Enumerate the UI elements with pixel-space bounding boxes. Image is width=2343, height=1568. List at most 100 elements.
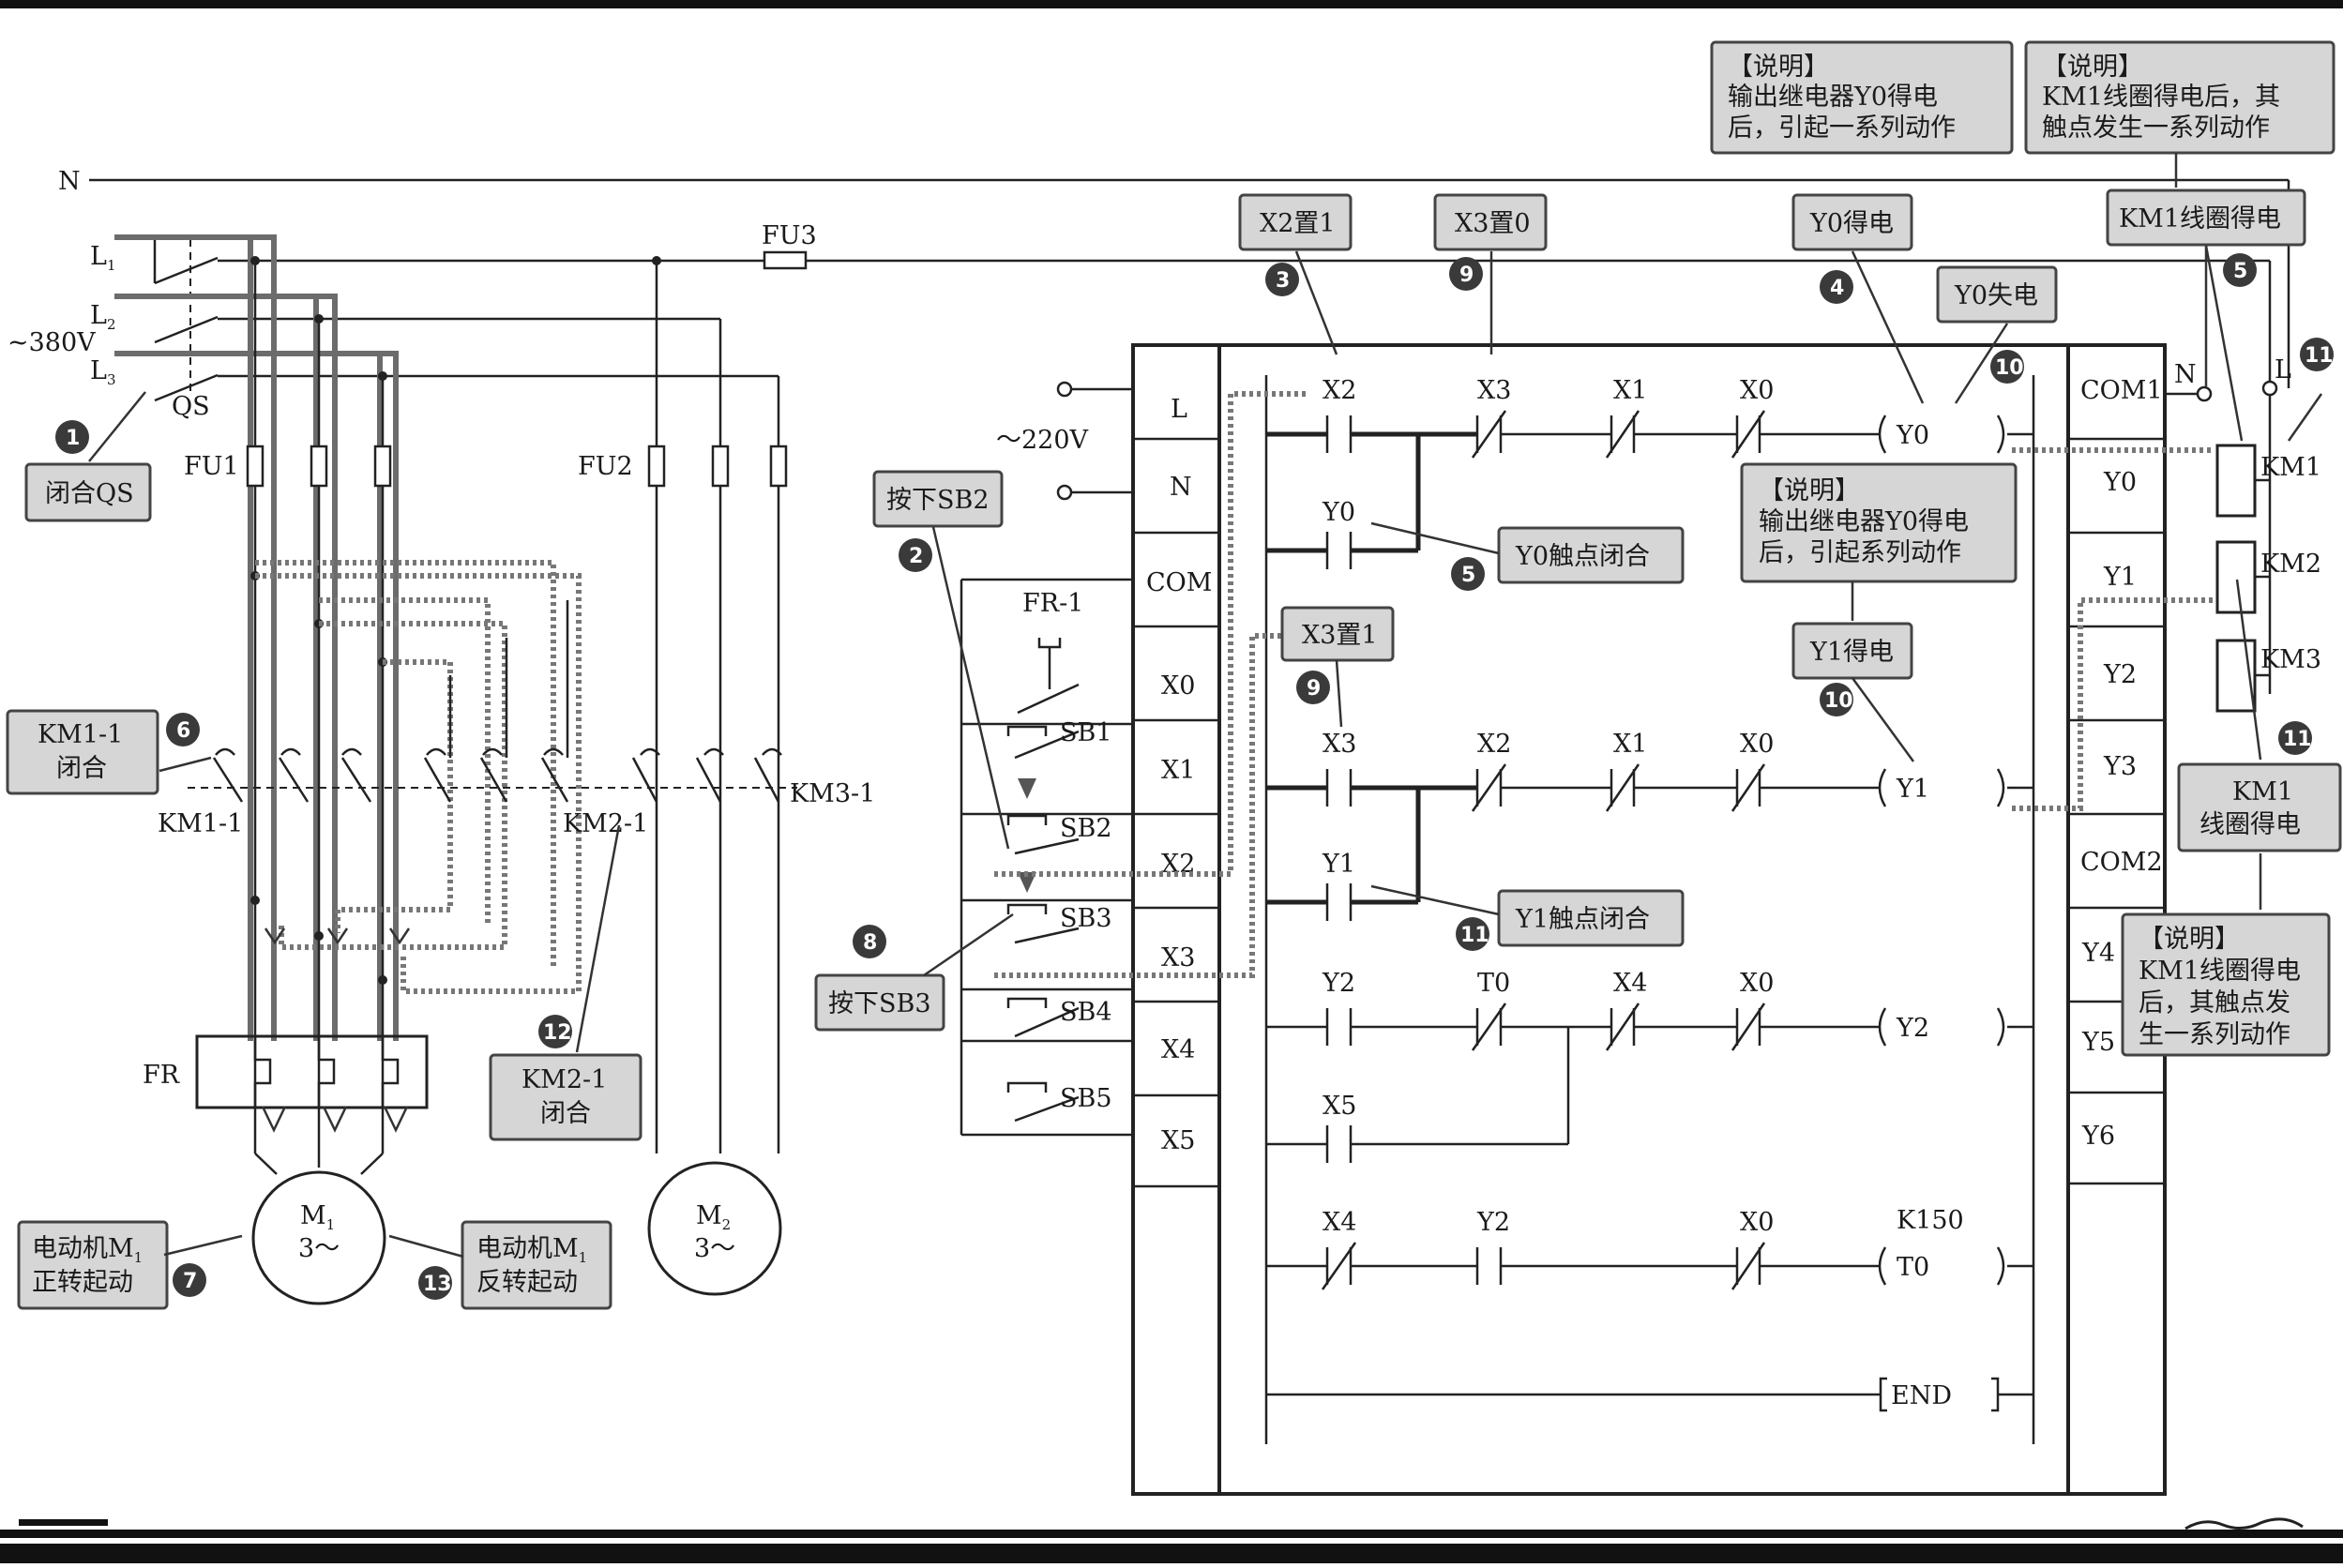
term-y0: Y0 xyxy=(2103,468,2137,497)
svg-text:X3置0: X3置0 xyxy=(1455,209,1531,238)
svg-text:8: 8 xyxy=(863,931,877,955)
motor-m2 xyxy=(647,1161,782,1296)
svg-text:9: 9 xyxy=(1459,264,1474,287)
svg-text:X2: X2 xyxy=(1323,376,1356,405)
sb2-switch: SB2 xyxy=(1006,778,1112,855)
step-5b: 5 xyxy=(2223,253,2257,287)
m1-label: M1 xyxy=(300,1201,335,1233)
step-10a: 10 xyxy=(1990,350,2024,384)
fu3-label: FU3 xyxy=(762,221,817,250)
svg-text:3: 3 xyxy=(1276,269,1290,293)
svg-text:Y1触点闭合: Y1触点闭合 xyxy=(1515,905,1650,934)
svg-text:后，其触点发: 后，其触点发 xyxy=(2139,988,2290,1018)
svg-text:X0: X0 xyxy=(1740,376,1774,405)
step-11a: 11 xyxy=(1456,917,1489,951)
m2-phase: 3～ xyxy=(694,1234,735,1263)
step-9a: 9 xyxy=(1449,257,1483,291)
svg-text:按下SB3: 按下SB3 xyxy=(828,989,931,1018)
svg-text:SB5: SB5 xyxy=(1060,1084,1112,1113)
corner-mark xyxy=(2184,1517,2304,1530)
fr-label: FR xyxy=(143,1061,180,1090)
step-5a: 5 xyxy=(1451,557,1485,591)
annotation-boxes: 闭合QS KM1-1 闭合 KM2-1 闭合 电动机M1 正转起动 电动机M1 … xyxy=(6,40,2342,1310)
note-explain-1: 【说明】 输出继电器Y0得电 后，引起一系列动作 xyxy=(1710,40,2014,155)
svg-text:Y1: Y1 xyxy=(1322,850,1355,879)
svg-text:6: 6 xyxy=(176,719,190,743)
plc-input-section: ～220V FR-1 SB1 SB2 SB3 xyxy=(960,381,1133,1137)
svg-text:Y0失电: Y0失电 xyxy=(1954,281,2038,310)
step-4: 4 xyxy=(1820,270,1853,304)
coil-km1 xyxy=(2215,444,2257,518)
l2-label: L2 xyxy=(90,301,115,333)
signal-paths xyxy=(994,391,2214,978)
svg-text:后，引起系列动作: 后，引起系列动作 xyxy=(1759,538,1961,567)
note-km2-1-close: KM2-1 闭合 xyxy=(489,1053,642,1141)
svg-text:KM1: KM1 xyxy=(2232,777,2293,807)
svg-text:11: 11 xyxy=(2305,344,2334,368)
term-y3: Y3 xyxy=(2103,752,2137,781)
svg-text:SB1: SB1 xyxy=(1060,718,1112,747)
svg-text:N: N xyxy=(2174,360,2197,389)
fu3-fuse xyxy=(763,250,808,270)
term-y6: Y6 xyxy=(2081,1122,2115,1151)
step-9b: 9 xyxy=(1296,671,1330,704)
step-2: 2 xyxy=(899,538,932,572)
svg-text:X4: X4 xyxy=(1613,969,1647,998)
note-close-qs: 闭合QS xyxy=(24,462,152,522)
svg-text:X3: X3 xyxy=(1323,730,1356,759)
svg-text:T0: T0 xyxy=(1477,969,1510,998)
svg-text:后，引起一系列动作: 后，引起一系列动作 xyxy=(1728,113,1956,143)
svg-text:【说明】: 【说明】 xyxy=(1728,53,1829,82)
svg-text:线圈得电: 线圈得电 xyxy=(2199,810,2301,839)
l3-label: L3 xyxy=(90,356,115,388)
svg-text:X4: X4 xyxy=(1323,1208,1356,1237)
svg-text:Y2: Y2 xyxy=(1322,969,1355,998)
term-y4: Y4 xyxy=(2081,939,2115,968)
coil-km2 xyxy=(2215,540,2257,614)
note-m1-reverse: 电动机M1 反转起动 xyxy=(461,1220,612,1310)
bottom-band xyxy=(0,1544,2343,1563)
svg-text:KM1-1: KM1-1 xyxy=(38,720,123,749)
fr-1-label: FR-1 xyxy=(1022,589,1083,618)
svg-text:10: 10 xyxy=(1995,356,2024,380)
km2-1-label: KM2-1 xyxy=(563,809,648,838)
note-press-sb3: 按下SB3 xyxy=(814,973,945,1032)
step-1: 1 xyxy=(55,420,89,454)
m1-phase: 3～ xyxy=(298,1234,340,1263)
output-coils: N L KM1 KM2 KM3 xyxy=(2165,355,2321,713)
fu1-label: FU1 xyxy=(184,452,239,481)
note-m1-forward: 电动机M1 正转起动 xyxy=(17,1220,169,1310)
svg-text:KM1线圈得电: KM1线圈得电 xyxy=(2119,204,2281,234)
svg-text:X1: X1 xyxy=(1613,376,1647,405)
svg-text:1: 1 xyxy=(66,427,80,450)
svg-text:X0: X0 xyxy=(1740,1208,1774,1237)
term-x4: X4 xyxy=(1161,1035,1195,1064)
sb4-switch: SB4 xyxy=(1006,997,1112,1038)
step-6: 6 xyxy=(166,713,200,746)
term-com: COM xyxy=(1146,568,1212,597)
output-terminals: COM1 Y0 Y1 Y2 Y3 COM2 Y4 Y5 Y6 xyxy=(2068,376,2165,1185)
step-3: 3 xyxy=(1265,263,1299,296)
l1-label: L1 xyxy=(90,242,115,274)
svg-text:10: 10 xyxy=(1824,689,1853,713)
term-y1: Y1 xyxy=(2103,563,2137,592)
svg-text:Y2: Y2 xyxy=(1896,1014,1929,1043)
svg-text:【说明】: 【说明】 xyxy=(2042,53,2143,82)
main-power-circuit: N L1 L2 L3 ~380V QS FU3 xyxy=(8,167,2290,1305)
m2-label: M2 xyxy=(696,1201,731,1233)
note-x3-set: X3置1 xyxy=(1280,606,1395,662)
term-x0: X0 xyxy=(1161,671,1195,701)
fr-relay xyxy=(195,1034,429,1109)
bottom-left-mark xyxy=(19,1519,108,1526)
term-y2: Y2 xyxy=(2103,660,2137,689)
svg-text:X5: X5 xyxy=(1323,1092,1356,1121)
km3-1-label: KM3-1 xyxy=(790,779,875,808)
svg-text:电动机M1: 电动机M1 xyxy=(476,1234,587,1266)
svg-text:闭合: 闭合 xyxy=(540,1099,591,1128)
note-km1-1-close: KM1-1 闭合 xyxy=(6,709,159,795)
term-l: L xyxy=(1171,395,1187,424)
svg-text:KM2: KM2 xyxy=(2260,550,2321,579)
term-x1: X1 xyxy=(1161,756,1195,785)
svg-text:【说明】: 【说明】 xyxy=(2139,925,2240,954)
